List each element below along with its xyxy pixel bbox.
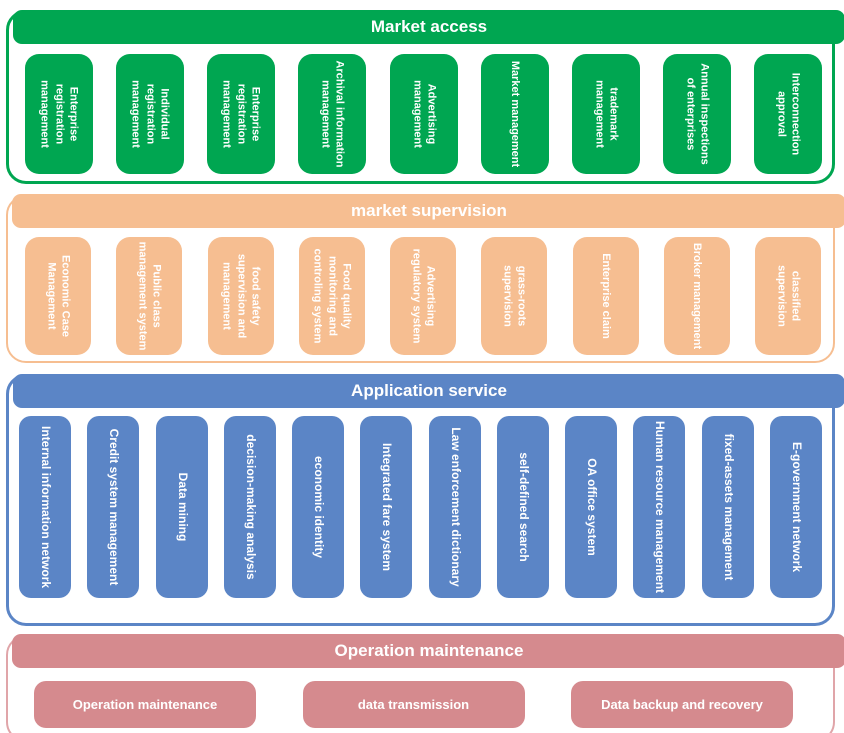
- item-box: Economic Case Management: [25, 237, 91, 355]
- item-box: Human resource management: [633, 416, 686, 598]
- item-label: Interconnection approval: [775, 72, 802, 156]
- item-label: Enterprise registration management: [221, 80, 262, 148]
- item-label: Public class management system: [136, 241, 163, 351]
- item-box: Individual registration management: [116, 54, 185, 174]
- item-label: Integrated fare system: [380, 442, 395, 572]
- item-box: Advertising management: [389, 54, 458, 174]
- item-label: Economic Case Management: [45, 255, 72, 337]
- section-market-supervision: market supervision Economic Case Managem…: [6, 194, 844, 363]
- item-box: Annual inspections of enterprises: [662, 54, 731, 174]
- section-application-service: Application service Internal information…: [6, 374, 844, 626]
- item-label: fixed-assets management: [721, 433, 736, 581]
- item-label: Law enforcement dictionary: [448, 427, 463, 587]
- item-box: Internal information network: [19, 416, 71, 598]
- item-box: OA office system: [565, 416, 618, 598]
- item-label: Operation maintenance: [72, 697, 218, 712]
- item-box: decision-making analysis: [223, 416, 276, 598]
- item-label: food safety supervision and management: [220, 253, 261, 339]
- item-box: Interconnection approval: [754, 54, 822, 174]
- item-label: Data backup and recovery: [601, 697, 763, 712]
- item-box: Food quality monitoring and controling s…: [298, 237, 365, 355]
- section-market-access: Market access Enterprise registration ma…: [6, 10, 844, 184]
- item-label: Broker management: [690, 242, 703, 350]
- section-title-market-access: Market access: [13, 10, 844, 44]
- item-box: Broker management: [663, 237, 730, 355]
- section-title-market-supervision: market supervision: [12, 194, 844, 228]
- item-label: Archival information management: [319, 60, 346, 168]
- item-box: E-government network: [769, 416, 822, 598]
- item-label: data transmission: [357, 697, 470, 712]
- market-supervision-items: Economic Case Management Public class ma…: [8, 228, 833, 355]
- item-label: trademark management: [592, 80, 620, 148]
- item-label: Food quality monitoring and controling s…: [311, 248, 353, 344]
- item-box: food safety supervision and management: [207, 237, 274, 355]
- item-box: grass-roots supervision: [481, 237, 548, 355]
- item-box: Market management: [480, 54, 549, 174]
- item-box: Enterprise registration management: [25, 54, 93, 174]
- item-box: Credit system management: [87, 416, 140, 598]
- item-label: decision-making analysis: [243, 434, 258, 580]
- item-box: Data backup and recovery: [571, 681, 793, 728]
- item-box: Enterprise registration management: [207, 54, 276, 174]
- item-label: economic identity: [311, 455, 326, 559]
- item-box: classified supervision: [755, 237, 821, 355]
- item-label: Annual inspections of enterprises: [683, 63, 711, 165]
- item-box: economic identity: [292, 416, 345, 598]
- item-label: Human resource management: [653, 420, 668, 594]
- section-operation-maintenance: Operation maintenance Operation maintena…: [6, 634, 844, 733]
- item-box: fixed-assets management: [701, 416, 754, 598]
- item-box: Law enforcement dictionary: [428, 416, 481, 598]
- item-label: Market management: [508, 60, 521, 168]
- item-box: Data mining: [155, 416, 208, 598]
- item-box: Enterprise claim: [572, 237, 639, 355]
- item-label: Individual registration management: [129, 80, 171, 148]
- item-label: Advertising management: [410, 80, 437, 148]
- item-label: Advertising regulatory system: [410, 248, 437, 344]
- item-label: OA office system: [584, 458, 599, 556]
- item-label: classified supervision: [775, 265, 802, 327]
- item-label: Enterprise claim: [599, 253, 612, 339]
- operation-maintenance-items: Operation maintenance data transmission …: [8, 668, 833, 728]
- market-access-items: Enterprise registration management Indiv…: [9, 44, 832, 174]
- item-label: Data mining: [175, 472, 190, 542]
- item-box: Archival information management: [298, 54, 367, 174]
- item-box: Advertising regulatory system: [390, 237, 456, 355]
- item-box: Integrated fare system: [360, 416, 413, 598]
- section-title-operation-maintenance: Operation maintenance: [12, 634, 844, 668]
- item-label: Enterprise registration management: [38, 80, 80, 148]
- item-box: Public class management system: [116, 237, 183, 355]
- item-label: self-defined search: [516, 452, 531, 562]
- item-label: Credit system management: [107, 428, 122, 586]
- item-box: data transmission: [302, 681, 525, 728]
- item-label: Internal information network: [38, 425, 53, 588]
- item-label: grass-roots supervision: [501, 265, 528, 327]
- item-box: self-defined search: [496, 416, 549, 598]
- application-service-items: Internal information network Credit syst…: [9, 408, 832, 598]
- item-box: trademark management: [571, 54, 640, 174]
- item-box: Operation maintenance: [34, 681, 256, 728]
- section-title-application-service: Application service: [13, 374, 844, 408]
- item-label: E-government network: [789, 441, 804, 573]
